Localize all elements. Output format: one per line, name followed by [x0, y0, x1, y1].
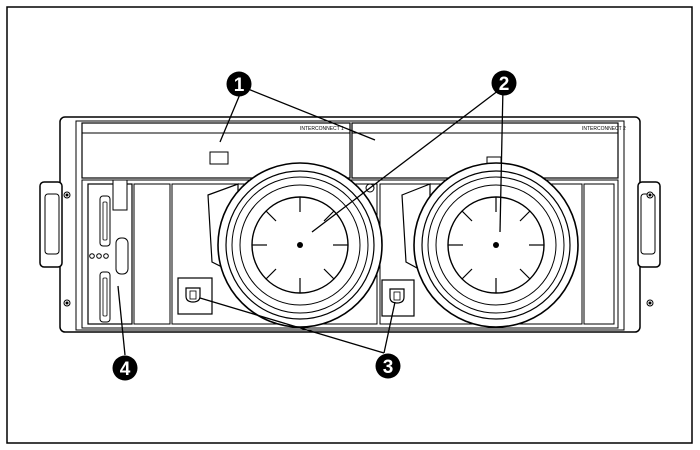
power-connector-left	[177, 277, 213, 315]
bay-1-latch	[209, 151, 229, 165]
management-module	[87, 179, 133, 325]
indicator-led	[89, 253, 95, 259]
module-handle	[115, 237, 129, 275]
blank-slot-right	[583, 183, 615, 325]
interconnect-bays	[81, 122, 619, 179]
leader-lines	[117, 86, 504, 356]
bay-2-label: INTERCONNECT 2	[582, 126, 626, 132]
callout-2-label: 2	[499, 74, 510, 95]
callout-1-label: 1	[234, 75, 245, 96]
blank-slot-left	[133, 183, 171, 325]
module-latch	[112, 179, 128, 211]
indicator-led	[96, 253, 102, 259]
indicator-led	[103, 253, 109, 259]
callout-3-label: 3	[383, 357, 394, 378]
bay-1-label: INTERCONNECT 1	[300, 126, 344, 132]
callout-4: 4	[112, 355, 138, 381]
callout-1: 1	[226, 71, 252, 97]
power-supply-left	[177, 162, 383, 328]
callout-3: 3	[375, 353, 401, 379]
chassis-screws	[63, 191, 654, 307]
callout-4-label: 4	[120, 359, 131, 380]
callout-2: 2	[491, 70, 517, 96]
power-supply-right	[381, 162, 579, 328]
figure-border	[6, 6, 693, 444]
